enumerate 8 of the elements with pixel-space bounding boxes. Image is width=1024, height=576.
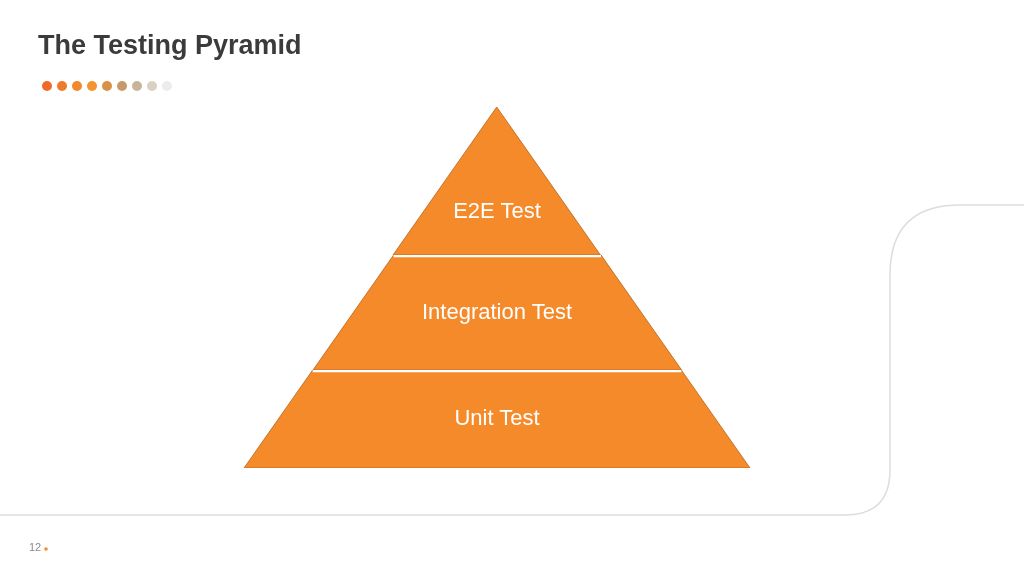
- tier-label: Unit Test: [453, 405, 541, 431]
- pyramid-band: [242, 370, 752, 468]
- tier-label: Integration Test: [420, 298, 573, 325]
- page-number: 12: [29, 541, 42, 553]
- pyramid-band: [310, 255, 684, 370]
- pyramid-top-triangle: [391, 107, 603, 255]
- slide-title: The Testing Pyramid: [38, 30, 302, 61]
- tier-label: E2E Test: [452, 198, 542, 224]
